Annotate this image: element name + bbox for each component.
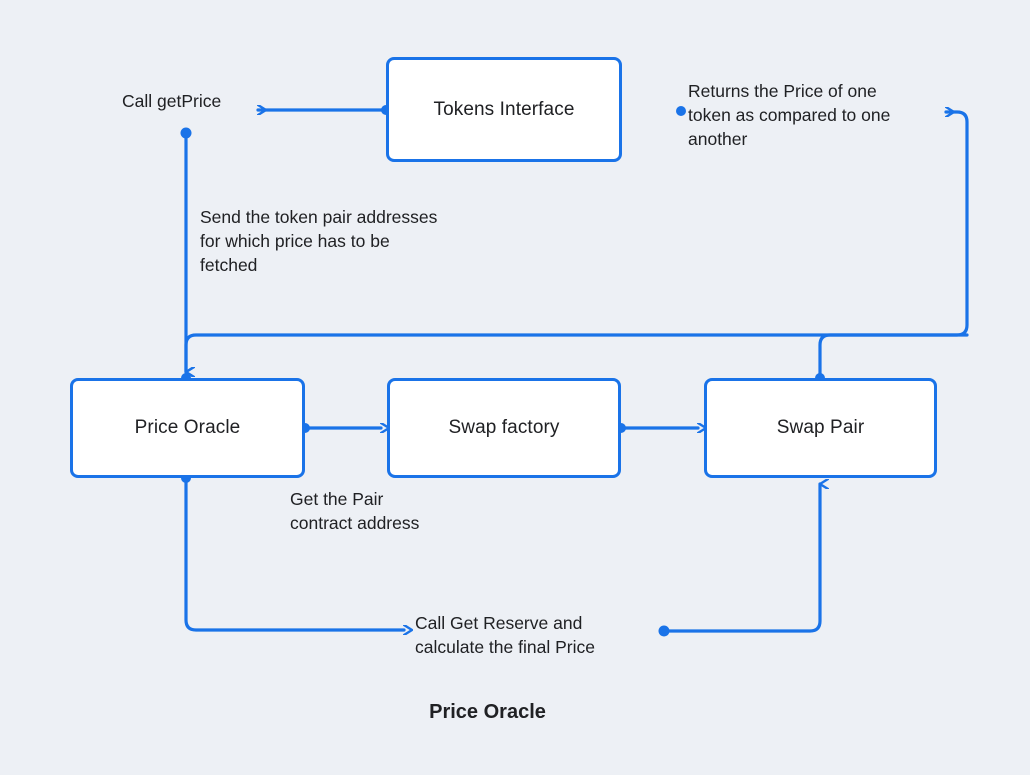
edge-label-call-get-reserve: Call Get Reserve and calculate the final… bbox=[415, 613, 595, 657]
connector-swappair-to-tokens-interface bbox=[818, 112, 969, 380]
connector-bottom-return-to-swap-pair bbox=[662, 484, 820, 633]
edge-label-send-token-pair: Send the token pair addresses for which … bbox=[200, 207, 438, 275]
edge-label-call-getprice: Call getPrice bbox=[122, 91, 222, 111]
edge-label-get-pair-contract: Get the Pair contract address bbox=[290, 489, 420, 533]
node-label: Swap factory bbox=[448, 417, 560, 438]
node-label: Price Oracle bbox=[134, 417, 241, 438]
diagram-title: Price Oracle bbox=[429, 701, 546, 723]
node-tokens-interface[interactable]: Tokens Interface bbox=[386, 57, 622, 162]
node-swap-factory[interactable]: Swap factory bbox=[387, 378, 621, 478]
edge-label-returns-price: Returns the Price of one token as compar… bbox=[688, 81, 891, 149]
port-dot-callgetprice-origin bbox=[180, 127, 192, 139]
node-label: Swap Pair bbox=[776, 417, 865, 438]
node-label: Tokens Interface bbox=[433, 98, 575, 120]
connector-right-rail-to-price-oracle bbox=[184, 333, 969, 372]
port-dot-bottom-return-origin bbox=[658, 625, 670, 637]
node-swap-pair[interactable]: Swap Pair bbox=[704, 378, 937, 478]
node-price-oracle[interactable]: Price Oracle bbox=[70, 378, 305, 478]
port-dot-returns-price-origin bbox=[676, 106, 686, 116]
